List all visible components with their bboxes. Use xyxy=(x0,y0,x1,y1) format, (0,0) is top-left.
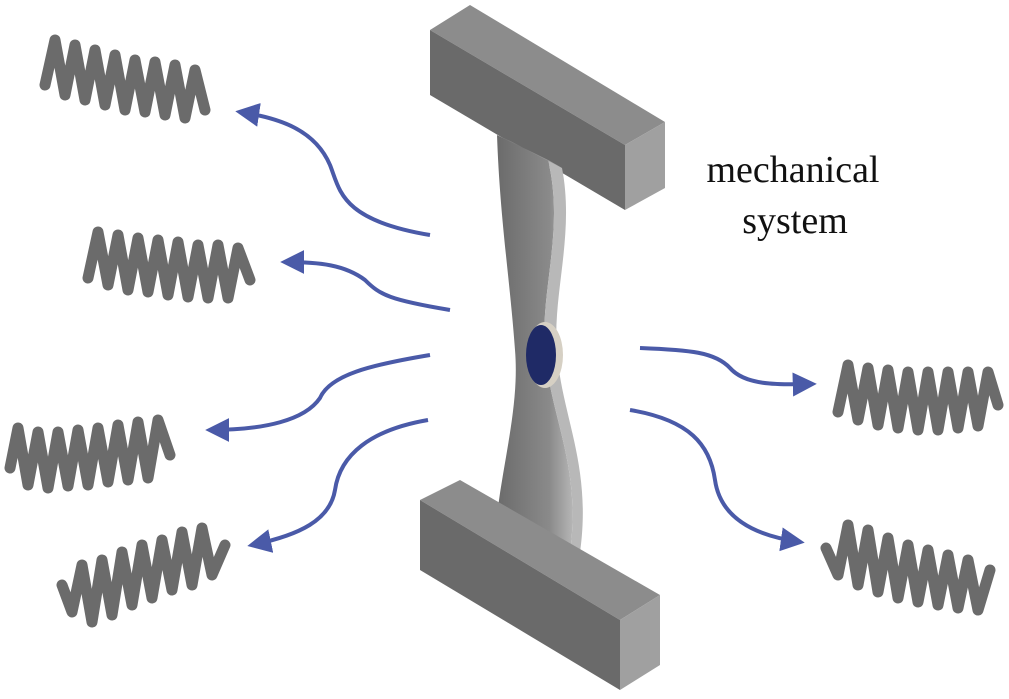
arrow-right-2 xyxy=(629,408,805,552)
arrow-left-1 xyxy=(235,102,431,237)
arrow-left-3 xyxy=(205,353,431,442)
beam-structure xyxy=(420,5,665,690)
spring-right-2 xyxy=(820,519,996,616)
spring-left-2 xyxy=(82,226,256,304)
spring-left-3 xyxy=(4,414,176,494)
spring-left-1 xyxy=(39,34,211,124)
arrow-left-2 xyxy=(280,250,451,312)
bottom-block xyxy=(420,480,660,690)
proof-mass xyxy=(526,322,563,388)
spring-left-4 xyxy=(56,522,231,628)
label-line-1: mechanical xyxy=(706,149,879,191)
label-line-2: system xyxy=(742,200,848,242)
spring-right-1 xyxy=(832,359,1004,436)
arrow-right-1 xyxy=(639,346,817,397)
arrow-left-4 xyxy=(247,418,429,553)
system-label: mechanical system xyxy=(706,149,879,242)
top-block xyxy=(430,5,665,210)
